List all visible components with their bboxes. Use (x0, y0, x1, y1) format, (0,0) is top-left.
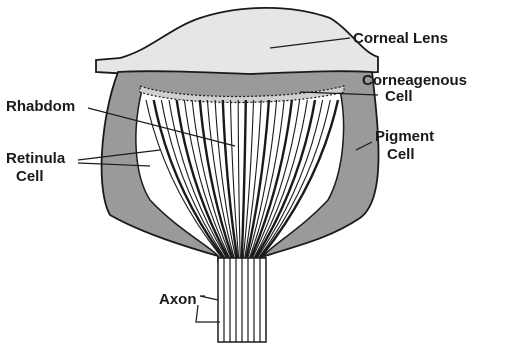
label-pigment-line2: Cell (387, 146, 415, 163)
leader-axon-b (196, 305, 220, 322)
corneal-lens-shape (96, 8, 378, 79)
label-axon: Axon (159, 291, 197, 308)
label-pigment-line1: Pigment (375, 128, 434, 145)
leader-axon-a (200, 296, 218, 300)
label-corneagenous-line1: Corneagenous (362, 72, 467, 89)
label-retinula-line2: Cell (16, 168, 44, 185)
label-retinula-line1: Retinula (6, 150, 66, 167)
axon-bundle (218, 258, 266, 342)
label-rhabdom: Rhabdom (6, 98, 75, 115)
label-corneal-lens: Corneal Lens (353, 30, 448, 47)
label-corneagenous-line2: Cell (385, 88, 413, 105)
